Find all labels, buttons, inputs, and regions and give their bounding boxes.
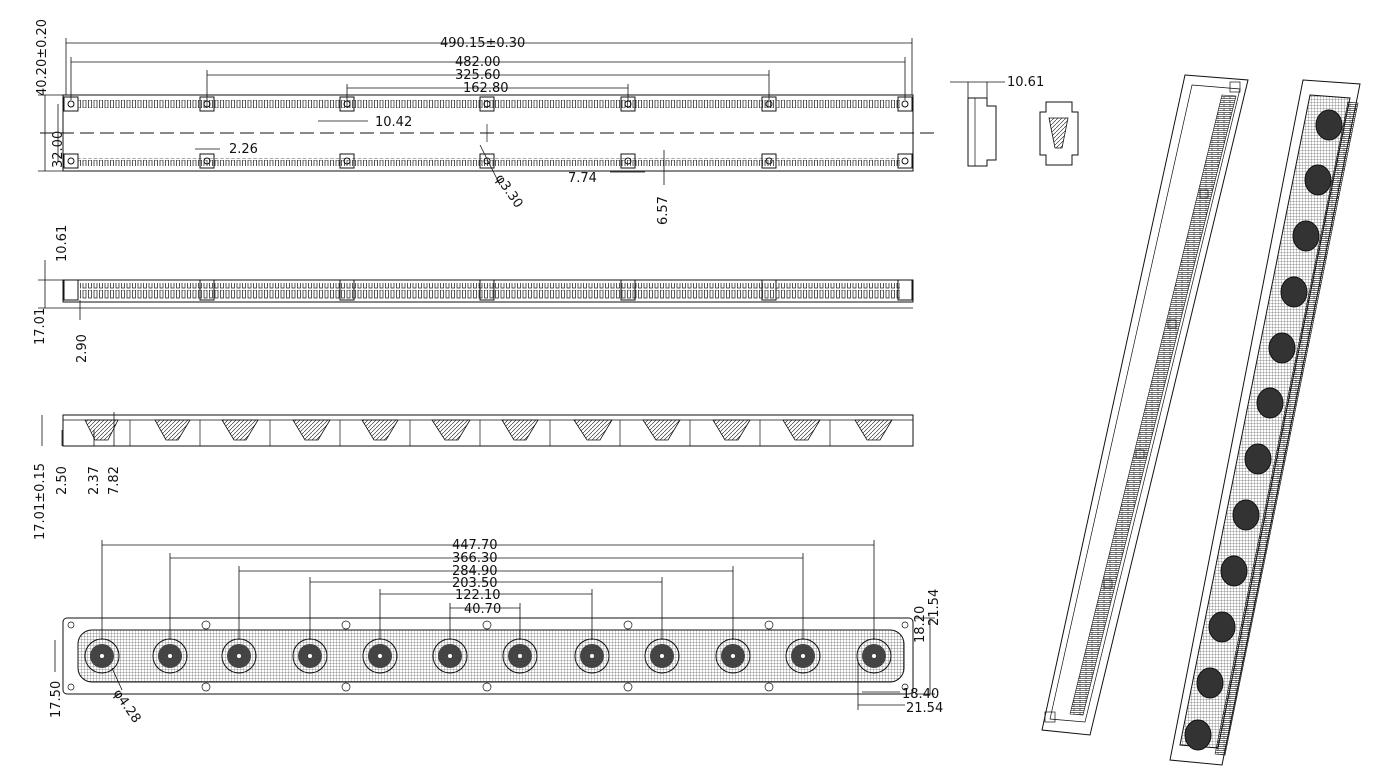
- dim-edge-offset-b: 21.54: [927, 589, 942, 626]
- dim-edge-offset-a: 18.20: [913, 606, 928, 643]
- bottom-view: 447.70 366.30 284.90 203.50 122.10 40.70…: [49, 538, 943, 726]
- dim-end-thickness: 10.61: [1007, 75, 1044, 90]
- isometric-top-view: [1041, 74, 1249, 736]
- top-view: 490.15±0.30 482.00 325.60 162.80 40.20±0…: [35, 19, 935, 225]
- side-fins: [80, 283, 900, 300]
- dim-overall-width: 40.20±0.20: [35, 19, 50, 96]
- bottom-grid-area: [77, 629, 905, 683]
- dim-side-height: 17.01: [33, 308, 48, 345]
- end-view: 10.61: [950, 75, 1079, 167]
- dim-bottom-span-4: 203.50: [452, 576, 498, 591]
- dim-bottom-span-1: 447.70: [452, 538, 498, 553]
- iso-bottom-fins: [1214, 101, 1359, 756]
- dim-fin-pitch: 2.90: [75, 334, 90, 363]
- dim-span-mid: 325.60: [455, 68, 501, 83]
- dim-end-offset-b: 21.54: [906, 701, 943, 716]
- dim-span-inner: 162.80: [463, 81, 509, 96]
- dim-tab-gap: 2.26: [229, 142, 258, 157]
- section-lens-cuts: [84, 419, 893, 441]
- dim-bottom-span-2: 366.30: [452, 551, 498, 566]
- dim-notch-depth: 6.57: [656, 196, 671, 225]
- top-fin-row-upper: [78, 100, 900, 108]
- iso-top-fins: [1069, 94, 1237, 716]
- dim-bottom-span-3: 284.90: [452, 564, 498, 579]
- dim-hole-diameter: φ3.30: [492, 172, 526, 211]
- side-tabs: [63, 279, 913, 301]
- dim-hole-row-spacing: 32.00: [51, 131, 66, 168]
- isometric-bottom-view: [1169, 79, 1361, 766]
- iso-lenses: [1184, 109, 1343, 751]
- dim-tab-width: 10.42: [375, 115, 412, 130]
- dim-hole-span: 482.00: [455, 55, 501, 70]
- dim-section-height: 17.01±0.15: [33, 463, 48, 540]
- end-lens-section: [1048, 117, 1069, 149]
- dim-section-base: 2.50: [55, 466, 70, 495]
- dim-bottom-span-5: 122.10: [455, 588, 501, 603]
- section-view: 17.01±0.15 2.50 2.37 7.82: [33, 412, 914, 540]
- dim-notch-width: 7.74: [568, 171, 597, 186]
- top-mount-tabs-lower: [63, 153, 913, 169]
- dim-overall-length: 490.15±0.30: [440, 36, 525, 51]
- dim-bottom-span-6: 40.70: [464, 602, 501, 617]
- dim-lens-diameter: φ4.28: [110, 687, 144, 726]
- dim-lens-depth-b: 7.82: [107, 466, 122, 495]
- dim-lens-width: 17.50: [49, 681, 64, 718]
- dim-side-top-thickness: 10.61: [55, 225, 70, 262]
- dim-end-offset-a: 18.40: [902, 687, 939, 702]
- side-view: 10.61 17.01 2.90: [33, 225, 914, 363]
- dim-lens-depth-a: 2.37: [87, 466, 102, 495]
- top-fin-row-lower: [78, 158, 900, 166]
